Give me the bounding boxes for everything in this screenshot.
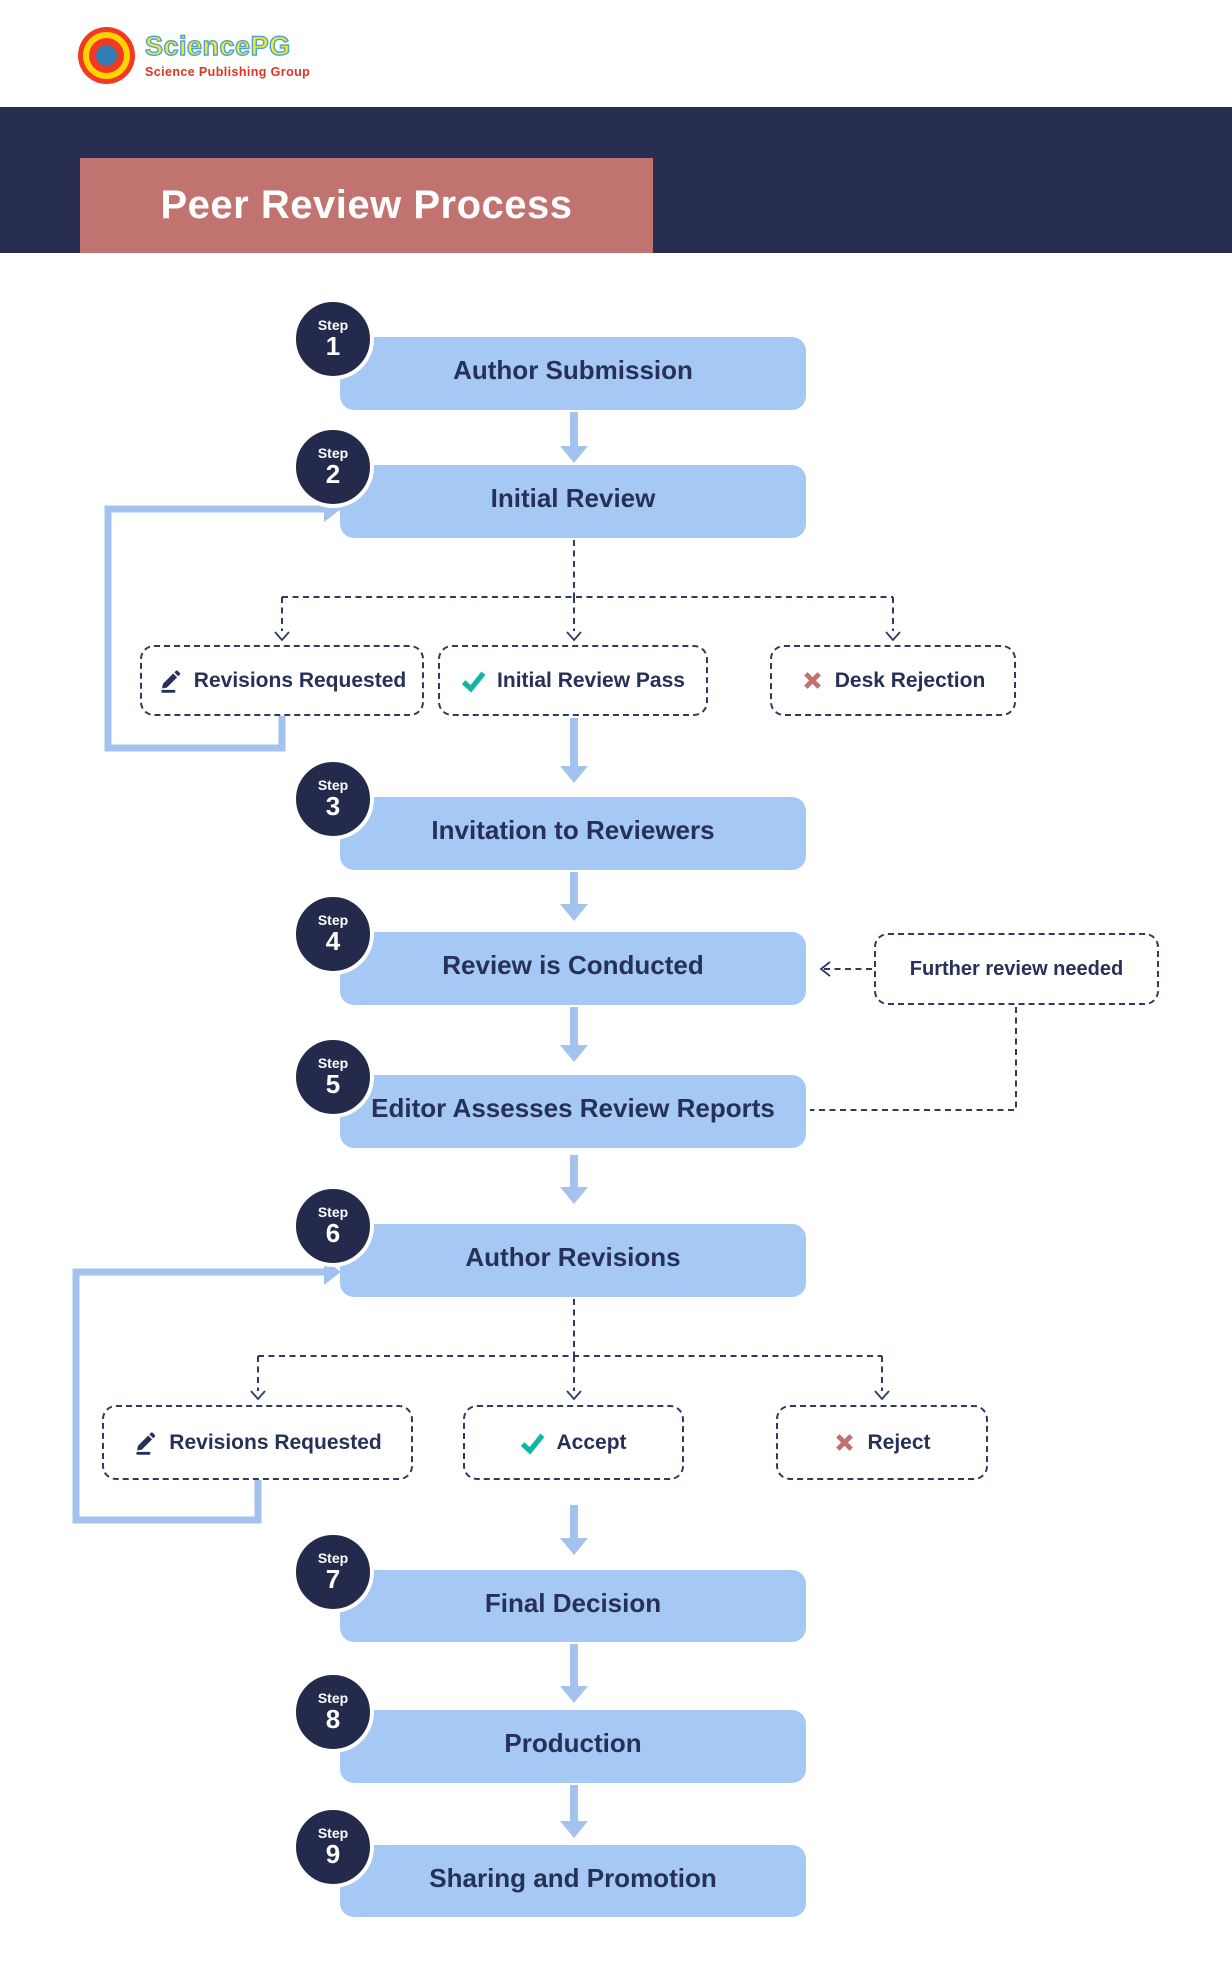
check-icon — [521, 1433, 545, 1455]
page-title: Peer Review Process — [160, 183, 573, 227]
decision-split-2 — [250, 1299, 890, 1401]
step-badge-2: Step 2 — [292, 426, 374, 508]
flow-box-sharing-and-promotion: Sharing and Promotion — [340, 1845, 806, 1917]
branch-revisions-requested-1: Revisions Requested — [140, 645, 424, 716]
sciencepg-logo: SciencePG Science Publishing Group — [78, 27, 310, 84]
x-icon — [803, 672, 821, 689]
sciencepg-logo-icon — [78, 27, 135, 84]
logo-name: SciencePG — [144, 31, 291, 62]
flow-box-production: Production — [340, 1710, 806, 1783]
flow-arrow — [560, 412, 588, 1838]
flow-box-author-revisions: Author Revisions — [340, 1224, 806, 1297]
note-further-review-needed: Further review needed — [874, 933, 1159, 1005]
step-badge-9: Step 9 — [292, 1806, 374, 1888]
feedback-loop-2 — [72, 1259, 341, 1524]
flow-box-invitation-to-reviewers: Invitation to Reviewers — [340, 797, 806, 870]
branch-reject: Reject — [776, 1405, 988, 1480]
step-badge-4: Step 4 — [292, 893, 374, 975]
step-badge-6: Step 6 — [292, 1185, 374, 1267]
step-badge-7: Step 7 — [292, 1531, 374, 1613]
branch-revisions-requested-2: Revisions Requested — [102, 1405, 413, 1480]
step-badge-5: Step 5 — [292, 1036, 374, 1118]
flow-box-editor-assesses-review-reports: Editor Assesses Review Reports — [340, 1075, 806, 1148]
pencil-icon — [136, 1432, 156, 1455]
x-icon — [836, 1434, 854, 1451]
step-badge-8: Step 8 — [292, 1671, 374, 1753]
title-box: Peer Review Process — [80, 158, 653, 253]
branch-desk-rejection: Desk Rejection — [770, 645, 1016, 716]
logo-text-block: SciencePG Science Publishing Group — [144, 31, 311, 79]
flow-box-review-is-conducted: Review is Conducted — [340, 932, 806, 1005]
check-icon — [461, 671, 486, 693]
branch-accept: Accept — [463, 1405, 684, 1480]
step-badge-3: Step 3 — [292, 758, 374, 840]
logo-tagline: Science Publishing Group — [145, 64, 311, 79]
branch-initial-review-pass: Initial Review Pass — [438, 645, 708, 716]
title-band: Peer Review Process — [0, 107, 1232, 253]
flow-box-final-decision: Final Decision — [340, 1570, 806, 1642]
step-badge-1: Step 1 — [292, 298, 374, 380]
flow-box-author-submission: Author Submission — [340, 337, 806, 410]
further-review-connector — [810, 961, 1017, 1111]
flow-box-initial-review: Initial Review — [340, 465, 806, 538]
pencil-icon — [161, 670, 180, 693]
decision-split-1 — [274, 540, 901, 642]
